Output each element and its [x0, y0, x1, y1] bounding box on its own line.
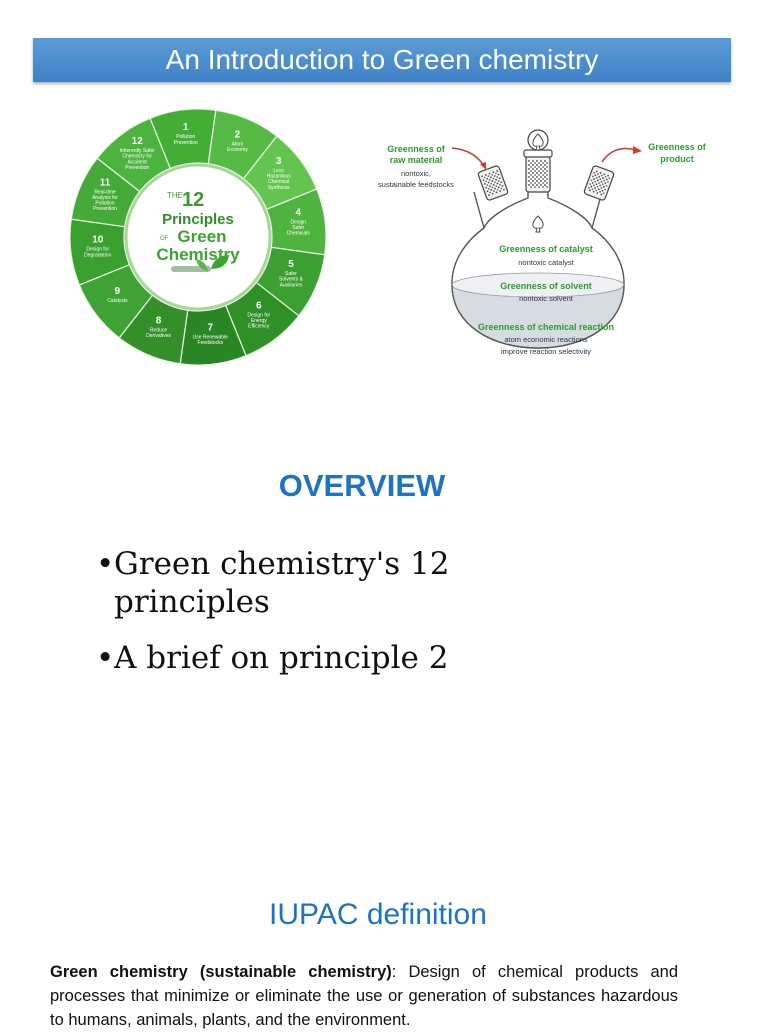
wheel-title-1: Principles [162, 211, 234, 228]
reaction-title: Greenness of chemical reaction [478, 322, 614, 332]
principle-number: 3 [276, 156, 282, 167]
reaction-sub-2: improve reaction selectivity [501, 347, 591, 356]
iupac-heading: IUPAC definition [269, 898, 487, 931]
arrow-product-icon [601, 147, 637, 163]
wheel-number: 12 [182, 189, 204, 211]
bullet-icon: • [96, 640, 115, 676]
product-title-1: Greenness of [648, 142, 707, 152]
principle-label: Chemical [268, 179, 289, 185]
principle-label: Feedstocks [198, 340, 224, 346]
principle-number: 1 [183, 122, 189, 133]
principle-number: 12 [132, 136, 144, 147]
principle-label: Auxiliaries [280, 282, 303, 288]
principle-number: 11 [100, 177, 111, 188]
principle-label: Chemicals [287, 230, 311, 236]
right-neck-filter [583, 165, 615, 201]
principle-label: Economy [227, 147, 248, 153]
catalyst-sub: nontoxic catalyst [518, 258, 574, 267]
overview-bullet: • A brief on principle 2 [96, 639, 516, 677]
principle-label: Less [273, 168, 284, 174]
solvent-title: Greenness of solvent [500, 281, 592, 291]
principle-label: Efficiency [248, 323, 270, 329]
principle-number: 8 [156, 315, 162, 326]
page-title: An Introduction to Green chemistry [165, 44, 599, 75]
principle-label: Prevention [125, 165, 149, 171]
principle-label: Chemistry for [122, 154, 152, 160]
principle-label: Design for [86, 247, 109, 253]
raw-material-sub-2: sustainable feedstocks [378, 180, 454, 189]
arrow-raw-material-icon [451, 147, 485, 167]
principle-label: Synthesis [268, 185, 290, 191]
overview-bullets: • Green chemistry's 12 principles • A br… [96, 545, 516, 695]
overview-heading: OVERVIEW [278, 468, 446, 503]
principle-number: 5 [288, 259, 294, 270]
principle-label: Safer [285, 271, 297, 277]
principle-label: Inherently Safer [120, 148, 156, 154]
wheel-title-2: Green [177, 227, 226, 246]
green-flask-diagram: Greenness of raw material nontoxic, sust… [378, 129, 707, 356]
principle-label: Derivatives [146, 333, 171, 339]
principle-label: Solvents & [279, 277, 304, 283]
principle-label: Real-time [94, 189, 116, 195]
raw-material-title-2: raw material [390, 155, 443, 165]
catalyst-title: Greenness of catalyst [499, 244, 593, 254]
iupac-definition: Green chemistry (sustainable chemistry):… [50, 960, 678, 1032]
raw-material-title-1: Greenness of [387, 144, 446, 154]
solvent-sub: nontoxic solvent [519, 294, 574, 303]
raw-material-sub-1: nontoxic, [401, 169, 431, 178]
principle-label: Accident [128, 159, 148, 165]
bullet-icon: • [96, 546, 115, 582]
principle-label: Pollution [176, 134, 195, 140]
three-neck-flask-icon [451, 129, 625, 349]
principle-number: 2 [235, 129, 241, 140]
principle-label: Catalysis [107, 298, 128, 304]
overview-bullet-text: Green chemistry's 12 principles [114, 546, 450, 620]
principle-label: Energy [251, 318, 267, 324]
principle-label: Hazardous [267, 174, 292, 180]
reaction-sub-1: atom economic reactions [504, 335, 588, 344]
principle-label: Reduce [150, 327, 167, 333]
overview-bullet: • Green chemistry's 12 principles [96, 545, 516, 621]
principle-label: Pollution [95, 201, 114, 207]
spade-icon [532, 133, 544, 151]
principle-label: Degradation [84, 252, 111, 258]
definition-term: Green chemistry (sustainable chemistry) [50, 963, 392, 981]
title-banner: An Introduction to Green chemistry [33, 38, 731, 82]
principle-label: Design for [247, 312, 270, 318]
leaf-icon [171, 255, 229, 272]
principles-wheel: THE 12 Principles OF Green Chemistry 1Po… [69, 108, 327, 366]
wheel-center [128, 167, 268, 307]
left-neck-filter [477, 165, 509, 201]
principle-number: 7 [208, 323, 214, 334]
principle-label: Prevention [174, 140, 198, 146]
principle-label: Design [290, 219, 306, 225]
wheel-of: OF [160, 236, 169, 242]
principle-label: Prevention [93, 206, 117, 212]
wheel-the: THE [167, 191, 183, 200]
product-title-2: product [660, 154, 694, 164]
principle-label: Safer [292, 225, 304, 231]
principle-label: Use Renewable [193, 335, 229, 341]
principle-number: 6 [256, 300, 262, 311]
principle-number: 9 [115, 286, 121, 297]
principle-label: Atom [232, 141, 244, 147]
principle-number: 10 [92, 235, 104, 246]
overview-bullet-text: A brief on principle 2 [114, 640, 449, 676]
principle-number: 4 [295, 207, 301, 218]
wheel-segment [96, 117, 172, 193]
principle-label: Analysis for [92, 195, 118, 201]
